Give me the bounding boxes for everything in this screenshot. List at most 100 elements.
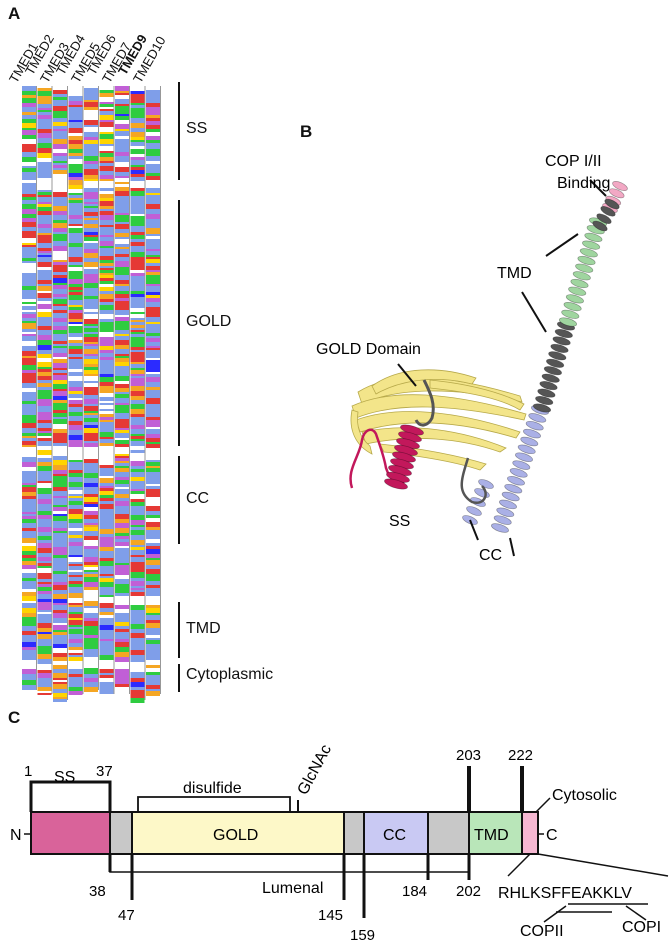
alignment-cell [22, 154, 36, 157]
alignment-cell [115, 233, 129, 237]
alignment-cell [84, 649, 98, 654]
alignment-cell [22, 365, 36, 370]
alignment-cell [130, 605, 145, 610]
alignment-cell [130, 678, 145, 680]
alignment-cell [22, 209, 36, 214]
alignment-cell [53, 239, 67, 241]
alignment-cell [84, 319, 98, 324]
alignment-cell [22, 238, 36, 243]
alignment-cell [115, 546, 129, 548]
alignment-cell [146, 476, 160, 480]
alignment-cell [53, 454, 67, 456]
alignment-cell [37, 190, 52, 192]
alignment-cell [53, 697, 67, 699]
alignment-cell [146, 400, 160, 404]
alignment-cell [22, 263, 36, 268]
alignment-cell [146, 596, 160, 599]
alignment-cell [146, 574, 160, 577]
alignment-cell [146, 266, 160, 270]
alignment-cell [53, 262, 67, 265]
alignment-cell [37, 275, 52, 280]
alignment-cell [99, 365, 114, 369]
alignment-cell [99, 509, 114, 513]
alignment-cell [84, 557, 98, 562]
alignment-cell [99, 529, 114, 534]
alignment-cell [53, 505, 67, 507]
alignment-cell [68, 620, 83, 625]
alignment-cell [84, 404, 98, 406]
alignment-cell [37, 354, 52, 358]
helix-turn [548, 351, 567, 361]
alignment-cell [37, 557, 52, 561]
alignment-cell [115, 306, 129, 310]
alignment-cell [37, 623, 52, 628]
helix-turn [493, 515, 512, 525]
alignment-cell [37, 632, 52, 634]
alignment-cell [22, 381, 36, 383]
alignment-cell [99, 689, 114, 694]
alignment-cell [115, 667, 129, 669]
alignment-cell [146, 346, 160, 348]
alignment-cell [130, 436, 145, 439]
alignment-cell [130, 103, 145, 105]
alignment-cell [37, 646, 52, 651]
alignment-cell [115, 220, 129, 222]
alignment-cell [99, 220, 114, 225]
alignment-cell [115, 143, 129, 147]
alignment-cell [84, 574, 98, 577]
alignment-cell [84, 511, 98, 515]
alignment-cell [99, 134, 114, 139]
alignment-cell [37, 532, 52, 536]
alignment-cell [84, 243, 98, 246]
alignment-cell [130, 347, 145, 350]
alignment-cell [84, 188, 98, 190]
alignment-cell [84, 218, 98, 220]
alignment-cell [99, 558, 114, 561]
alignment-cell [37, 494, 52, 499]
alignment-cell [130, 547, 145, 550]
alignment-cell [99, 310, 114, 314]
alignment-cell [84, 565, 98, 567]
alignment-cell [115, 229, 129, 231]
alignment-cell [99, 498, 114, 501]
alignment-cell [84, 678, 98, 682]
cc-helix [462, 405, 549, 533]
alignment-cell [146, 295, 160, 298]
alignment-cell [146, 546, 160, 549]
cc-domain [363, 811, 429, 855]
alignment-cell [84, 507, 98, 511]
alignment-cell [68, 591, 83, 593]
alignment-cell [22, 231, 36, 235]
alignment-cell [146, 522, 160, 527]
alignment-cell [146, 350, 160, 353]
alignment-cell [22, 445, 36, 447]
alignment-cell [37, 350, 52, 352]
alignment-cell [115, 280, 129, 284]
alignment-cell [68, 349, 83, 354]
alignment-cell [130, 218, 145, 222]
alignment-cell [53, 547, 67, 552]
alignment-cell [53, 200, 67, 204]
alignment-cell [99, 299, 114, 302]
alignment-cell [130, 657, 145, 662]
alignment-cell [115, 187, 129, 191]
alignment-cell [146, 199, 160, 204]
alignment-cell [22, 218, 36, 222]
alignment-cell [22, 543, 36, 546]
alignment-cell [130, 601, 145, 605]
alignment-cell [115, 652, 129, 657]
alignment-cell [130, 289, 145, 291]
alignment-cell [146, 95, 160, 99]
alignment-cell [130, 530, 145, 535]
alignment-cell [146, 132, 160, 136]
alignment-cell [115, 91, 129, 93]
alignment-cell [146, 257, 160, 259]
alignment-cell [37, 192, 52, 195]
alignment-cell [146, 390, 160, 393]
alignment-cell [99, 534, 114, 537]
alignment-cell [22, 273, 36, 278]
alignment-cell [146, 204, 160, 209]
alignment-cell [68, 140, 83, 144]
lumenal-label: Lumenal [262, 880, 323, 897]
